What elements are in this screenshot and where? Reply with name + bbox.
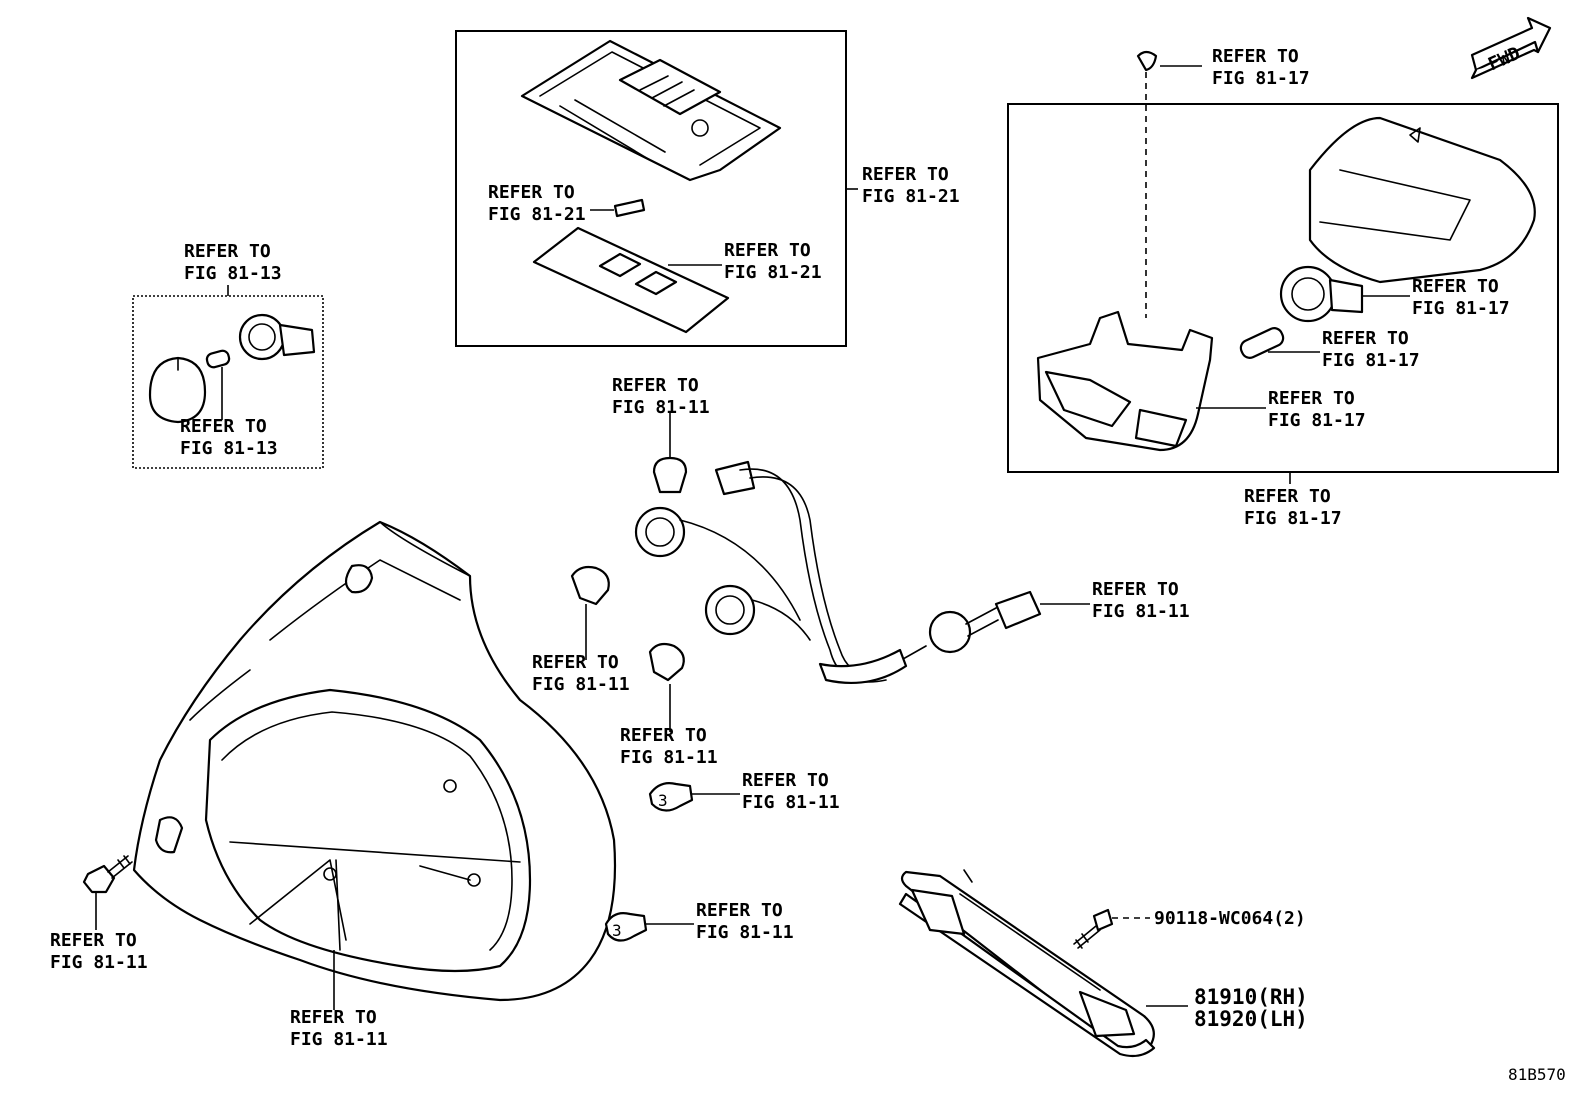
svg-text:REFER TO: REFER TO <box>290 1007 377 1028</box>
wedge-bulb <box>1239 327 1285 359</box>
high-mount-lamp-group <box>1007 50 1559 484</box>
callout-c18: REFER TO FIG 81-11 <box>696 900 794 943</box>
clip <box>1136 50 1158 72</box>
svg-text:REFER TO: REFER TO <box>1092 579 1179 600</box>
svg-text:REFER TO: REFER TO <box>50 930 137 951</box>
callout-c17: REFER TO FIG 81-11 <box>742 770 840 813</box>
svg-text:REFER TO: REFER TO <box>1212 46 1299 67</box>
svg-text:FIG 81-11: FIG 81-11 <box>50 952 148 973</box>
screw-part-number: 90118-WC064(2) <box>1154 908 1306 929</box>
callout-c15: REFER TO FIG 81-11 <box>290 1007 388 1050</box>
svg-text:FIG 81-11: FIG 81-11 <box>532 674 630 695</box>
mount-tab-2 <box>154 816 184 854</box>
lamp-lens <box>204 688 532 973</box>
svg-text:REFER TO: REFER TO <box>724 240 811 261</box>
svg-text:FIG 81-21: FIG 81-21 <box>862 186 960 207</box>
callout-c4: REFER TO FIG 81-21 <box>724 240 822 283</box>
bolt-icon <box>82 855 133 930</box>
room-lamp-group <box>455 30 858 347</box>
small-bulb <box>205 349 231 369</box>
svg-text:FIG 81-11: FIG 81-11 <box>612 397 710 418</box>
lamp-cover <box>1308 116 1536 284</box>
callout-c9: REFER TO FIG 81-17 <box>1268 388 1366 431</box>
screw-icon <box>1073 908 1150 949</box>
svg-text:REFER TO: REFER TO <box>532 652 619 673</box>
svg-text:3: 3 <box>658 791 668 810</box>
svg-text:FIG 81-13: FIG 81-13 <box>180 438 278 459</box>
grommet <box>928 610 972 654</box>
svg-text:FIG 81-17: FIG 81-17 <box>1244 508 1342 529</box>
svg-text:REFER TO: REFER TO <box>612 375 699 396</box>
callout-c5: REFER TO FIG 81-21 <box>862 164 960 207</box>
socket-1 <box>634 506 686 558</box>
svg-text:FIG 81-21: FIG 81-21 <box>488 204 586 225</box>
lamp-lens-cover <box>532 226 730 334</box>
callout-c16: REFER TO FIG 81-11 <box>50 930 148 973</box>
callout-c3: REFER TO FIG 81-21 <box>488 182 586 225</box>
callout-c14: REFER TO FIG 81-11 <box>620 725 718 768</box>
svg-text:REFER TO: REFER TO <box>742 770 829 791</box>
callout-c1: REFER TO FIG 81-13 <box>184 241 282 284</box>
reflector-lh-number: 81920(LH) <box>1194 1007 1308 1031</box>
small-socket <box>714 460 756 496</box>
forward-arrow-icon: FWD <box>1470 16 1552 80</box>
svg-text:REFER TO: REFER TO <box>184 241 271 262</box>
high-mount-box <box>1007 103 1559 473</box>
hm-socket <box>1279 265 1337 323</box>
svg-text:REFER TO: REFER TO <box>488 182 575 203</box>
harness-group <box>570 412 1090 732</box>
socket <box>238 313 286 361</box>
license-lamp-group <box>132 285 324 469</box>
callout-c6: REFER TO FIG 81-17 <box>1212 46 1310 89</box>
svg-text:REFER TO: REFER TO <box>620 725 707 746</box>
callout-c2: REFER TO FIG 81-13 <box>180 416 278 459</box>
figure-id: 81B570 <box>1508 1065 1566 1084</box>
socket-2 <box>704 584 756 636</box>
svg-text:FIG 81-11: FIG 81-11 <box>696 922 794 943</box>
svg-text:FIG 81-17: FIG 81-17 <box>1212 68 1310 89</box>
callout-c8: REFER TO FIG 81-17 <box>1322 328 1420 371</box>
tail-lamp-group <box>132 520 617 1010</box>
bulb-2 <box>570 565 610 606</box>
svg-text:REFER TO: REFER TO <box>862 164 949 185</box>
clip-1-icon: 3 <box>648 782 740 812</box>
svg-text:REFER TO: REFER TO <box>180 416 267 437</box>
svg-text:REFER TO: REFER TO <box>1244 486 1331 507</box>
callout-c12: REFER TO FIG 81-11 <box>1092 579 1190 622</box>
harness-tube <box>818 648 908 685</box>
mount-tab-1 <box>344 564 374 594</box>
svg-text:REFER TO: REFER TO <box>696 900 783 921</box>
connector <box>994 590 1042 630</box>
svg-text:FIG 81-11: FIG 81-11 <box>290 1029 388 1050</box>
bulb-1 <box>652 456 688 494</box>
svg-text:FIG 81-17: FIG 81-17 <box>1268 410 1366 431</box>
festoon-bulb <box>613 198 646 218</box>
reflector-rh-number: 81910(RH) <box>1194 985 1308 1009</box>
svg-text:REFER TO: REFER TO <box>1412 276 1499 297</box>
clip-2-icon: 3 <box>604 912 694 942</box>
reflector-group <box>898 869 1188 1058</box>
svg-text:FIG 81-11: FIG 81-11 <box>620 747 718 768</box>
lamp-lens <box>148 356 207 424</box>
svg-text:FIG 81-11: FIG 81-11 <box>742 792 840 813</box>
svg-text:REFER TO: REFER TO <box>1322 328 1409 349</box>
lamp-housing <box>520 39 782 182</box>
svg-text:3: 3 <box>612 921 622 940</box>
callout-c7: REFER TO FIG 81-17 <box>1412 276 1510 319</box>
license-lamp-box <box>132 295 324 469</box>
callout-c11: REFER TO FIG 81-11 <box>612 375 710 418</box>
svg-text:FIG 81-17: FIG 81-17 <box>1322 350 1420 371</box>
svg-text:FIG 81-11: FIG 81-11 <box>1092 601 1190 622</box>
svg-text:FIG 81-21: FIG 81-21 <box>724 262 822 283</box>
callout-c13: REFER TO FIG 81-11 <box>532 652 630 695</box>
callout-c10: REFER TO FIG 81-17 <box>1244 486 1342 529</box>
bulb-3 <box>648 642 685 682</box>
svg-text:FIG 81-13: FIG 81-13 <box>184 263 282 284</box>
svg-text:REFER TO: REFER TO <box>1268 388 1355 409</box>
svg-text:FIG 81-17: FIG 81-17 <box>1412 298 1510 319</box>
